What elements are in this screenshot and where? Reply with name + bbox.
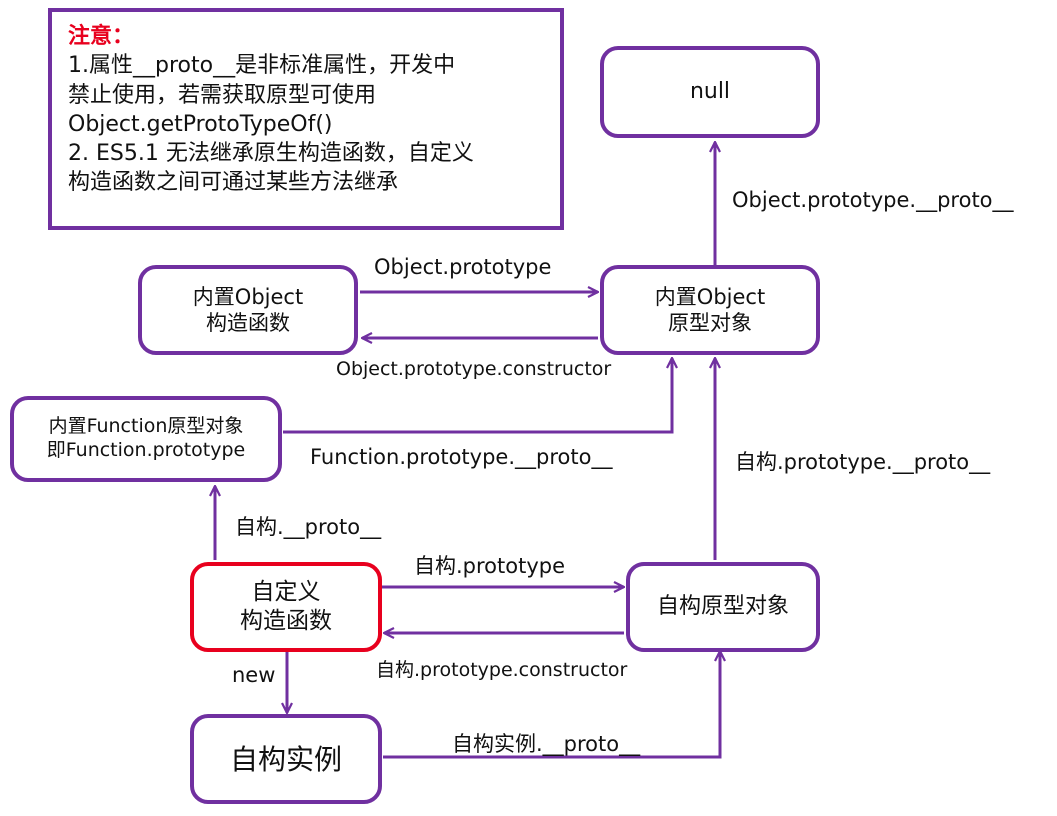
- node-label: 内置Object: [654, 284, 766, 309]
- edge-label-object-prototype: Object.prototype: [374, 255, 552, 279]
- edge-label-object-prototype-constructor: Object.prototype.constructor: [336, 358, 612, 380]
- node-object-constructor: 内置Object 构造函数: [138, 265, 358, 355]
- node-custom-prototype: 自构原型对象: [626, 562, 820, 652]
- edge-label-custom-prototype: 自构.prototype: [414, 554, 566, 578]
- node-label: 构造函数: [240, 608, 332, 634]
- node-label: 自定义: [251, 579, 321, 606]
- edge-label-object-prototype-proto: Object.prototype.__proto__: [732, 188, 1014, 212]
- node-label: 自构原型对象: [656, 594, 789, 620]
- node-label: 原型对象: [668, 311, 752, 335]
- edge-label-instance-proto: 自构实例.__proto__: [452, 732, 641, 756]
- node-label: 构造函数: [206, 311, 290, 335]
- node-function-prototype: 内置Function原型对象 即Function.prototype: [10, 396, 282, 482]
- edge-label-new: new: [232, 663, 276, 687]
- note-line: 禁止使用，若需获取原型可使用: [68, 82, 377, 108]
- arrow-instance-proto: [383, 651, 720, 759]
- note-line: 构造函数之间可通过某些方法继承: [68, 170, 399, 196]
- note-title: 注意：: [68, 24, 135, 49]
- node-label: 内置Object: [192, 284, 304, 309]
- arrow-function-prototype-proto: [283, 358, 672, 434]
- node-null: null: [600, 46, 820, 138]
- note-line: 1.属性__proto__是非标准属性，开发中: [68, 53, 456, 79]
- note-box: 注意： 1.属性__proto__是非标准属性，开发中 禁止使用，若需获取原型可…: [48, 8, 564, 230]
- note-line: 2. ES5.1 无法继承原生构造函数，自定义: [68, 141, 474, 166]
- edge-label-custom-prototype-proto: 自构.prototype.__proto__: [735, 450, 991, 474]
- node-object-prototype: 内置Object 原型对象: [600, 265, 820, 355]
- node-label: null: [689, 79, 731, 105]
- node-label: 内置Function原型对象: [48, 415, 244, 438]
- edge-label-function-prototype-proto: Function.prototype.__proto__: [310, 445, 613, 469]
- note-line: Object.getProtoTypeOf(): [68, 111, 333, 137]
- node-label: 自构实例: [229, 742, 342, 776]
- edge-label-custom-proto: 自构.__proto__: [235, 515, 382, 539]
- node-custom-instance: 自构实例: [190, 714, 382, 804]
- node-label: 即Function.prototype: [46, 439, 246, 461]
- edge-label-custom-prototype-constructor: 自构.prototype.constructor: [376, 659, 628, 681]
- node-custom-constructor: 自定义 构造函数: [190, 562, 382, 652]
